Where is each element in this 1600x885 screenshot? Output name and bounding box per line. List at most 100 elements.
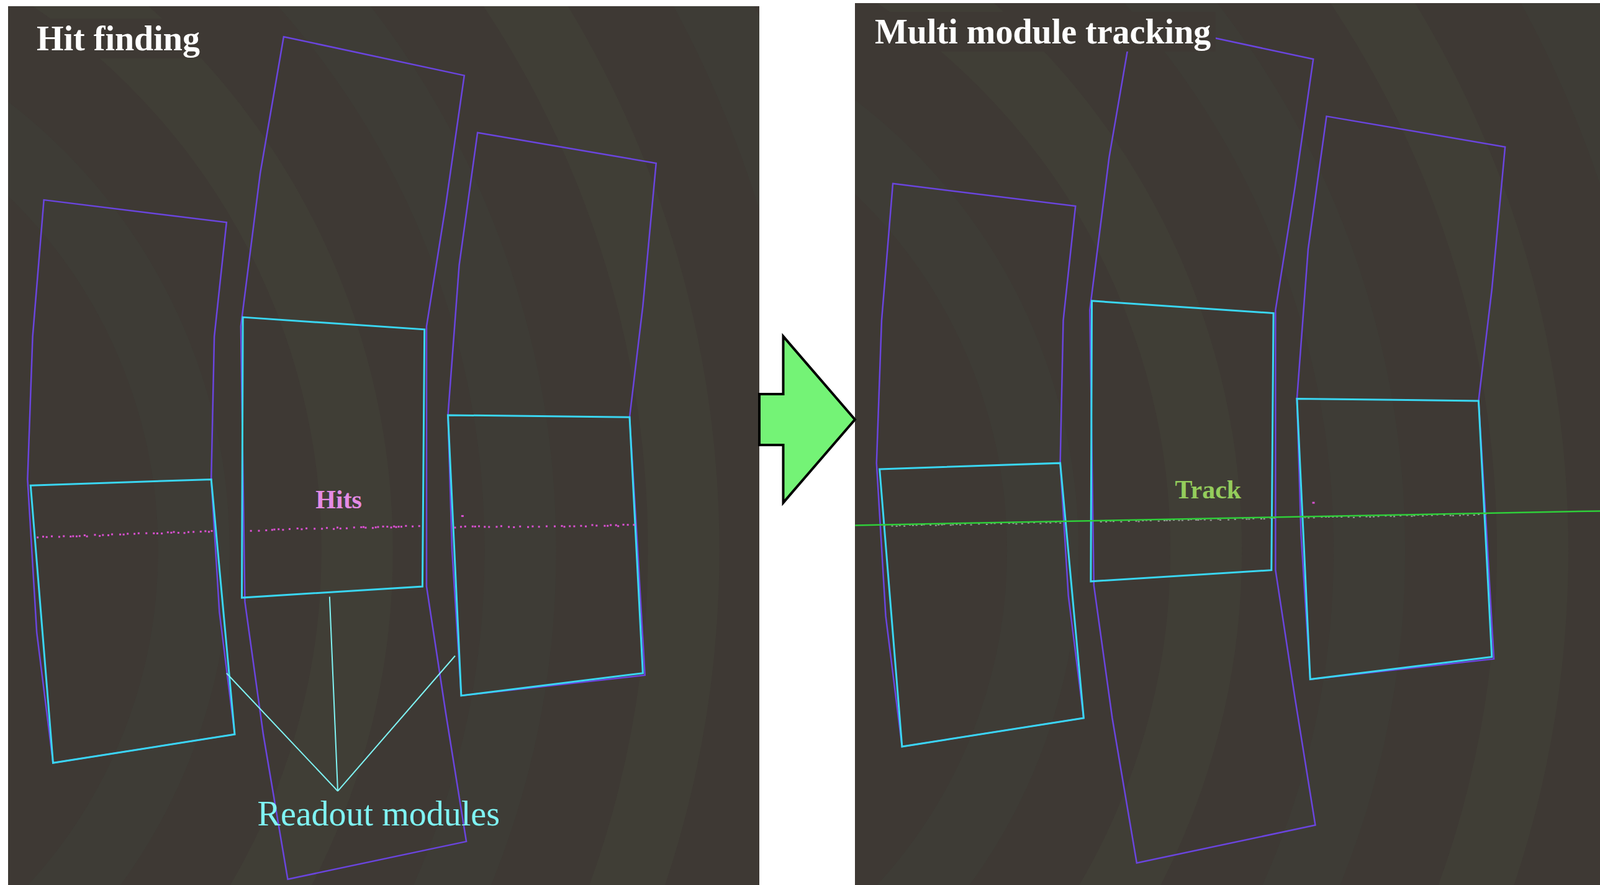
hit	[320, 527, 323, 530]
hit	[404, 525, 407, 528]
hit	[615, 524, 618, 527]
assigned-hit	[1369, 516, 1371, 518]
assigned-hit	[935, 525, 937, 527]
assigned-hit	[1234, 519, 1237, 521]
hit	[579, 525, 582, 528]
hit	[296, 527, 299, 530]
hit	[83, 534, 86, 537]
module-group	[27, 36, 656, 880]
assigned-hit	[1105, 521, 1108, 523]
assigned-hit	[1260, 518, 1263, 520]
hit	[300, 528, 303, 531]
readout-module	[879, 463, 1085, 747]
hit	[325, 527, 328, 529]
hit	[204, 530, 207, 533]
hit	[609, 524, 612, 527]
module-frame	[876, 183, 1085, 747]
panel: Hit finding	[8, 6, 760, 885]
assigned-hit	[1449, 515, 1452, 517]
hit	[119, 533, 122, 536]
assigned-hit	[1245, 519, 1248, 521]
assigned-hit	[891, 525, 894, 527]
hit	[360, 526, 362, 529]
hit	[364, 527, 367, 529]
hit	[411, 525, 414, 528]
assigned-hit	[1021, 523, 1024, 525]
hit	[527, 526, 529, 529]
hits-label: Hits	[315, 485, 362, 515]
track-group	[854, 502, 1600, 528]
module-frame	[240, 36, 467, 880]
hit	[86, 535, 89, 538]
assigned-hit	[1157, 520, 1160, 523]
hit	[353, 526, 356, 529]
hit	[93, 533, 96, 536]
readout-module	[242, 317, 425, 598]
hit	[394, 526, 397, 529]
hit	[211, 530, 213, 533]
background-arc	[8, 6, 521, 885]
assigned-hit	[1421, 515, 1424, 517]
assigned-hit	[1100, 521, 1103, 523]
background-arc	[854, 20, 1044, 885]
hit	[376, 526, 379, 529]
hit	[69, 535, 72, 538]
hit	[622, 524, 625, 526]
hit	[1312, 502, 1316, 505]
hit	[545, 525, 548, 528]
hit	[390, 526, 393, 529]
background-arc	[854, 3, 1600, 885]
track-line	[854, 510, 1600, 526]
assigned-hit	[1000, 523, 1003, 525]
hit	[122, 533, 125, 536]
hit	[563, 525, 565, 528]
hit	[126, 533, 129, 536]
assigned-hit	[1181, 519, 1184, 521]
panel-title: Hit finding	[31, 18, 205, 59]
background-arc	[854, 3, 1533, 885]
hit	[257, 530, 260, 533]
hit	[305, 527, 308, 530]
assigned-hit	[1263, 518, 1266, 520]
hit	[375, 526, 377, 529]
hit	[170, 532, 172, 534]
hit	[519, 525, 521, 528]
assigned-hit	[951, 524, 954, 526]
hit	[36, 536, 39, 539]
hit	[145, 532, 148, 535]
assigned-hit	[1049, 522, 1052, 524]
hit	[500, 525, 503, 528]
assigned-hit	[1219, 519, 1222, 521]
hit	[460, 525, 462, 528]
hit	[584, 525, 587, 528]
panel: Multi module tracking	[854, 3, 1600, 885]
assigned-hit	[1169, 520, 1171, 522]
block-arrow	[759, 336, 855, 503]
assigned-hit	[1393, 515, 1396, 518]
hit	[111, 533, 113, 536]
hit	[277, 528, 280, 531]
hit	[362, 526, 365, 529]
track-label: Track	[1175, 475, 1242, 505]
hit	[474, 525, 477, 528]
hit	[156, 532, 159, 535]
hit	[345, 527, 348, 530]
hit	[617, 525, 620, 528]
hit	[339, 527, 342, 530]
assigned-hit	[1138, 520, 1140, 523]
assigned-hit	[1227, 519, 1230, 521]
hit	[58, 535, 61, 538]
assigned-hit	[1187, 519, 1190, 521]
hit	[553, 525, 556, 528]
assigned-hit	[1015, 523, 1017, 525]
background-arc	[8, 6, 684, 885]
hit	[288, 528, 291, 531]
hit	[313, 527, 316, 530]
hit	[78, 535, 81, 538]
hit	[199, 530, 202, 533]
hit	[471, 525, 474, 528]
module-frame	[1089, 20, 1316, 864]
hit	[173, 531, 176, 534]
hit	[133, 533, 136, 536]
